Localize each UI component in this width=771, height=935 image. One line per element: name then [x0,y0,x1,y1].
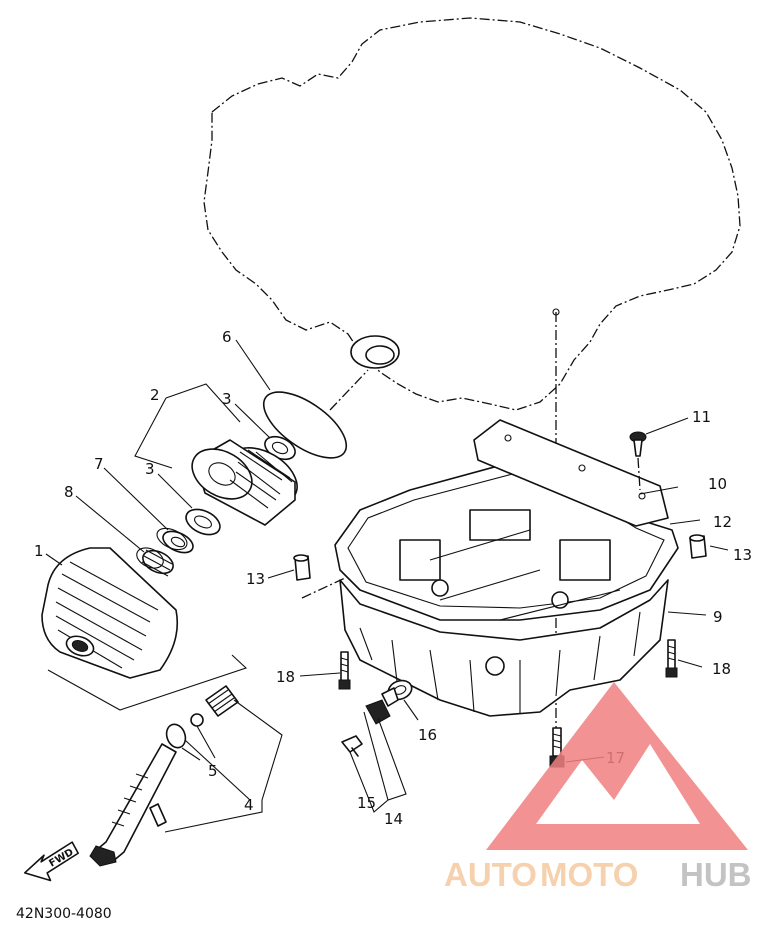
bracket-4 [164,699,283,833]
callout-18-left: 18 [276,668,295,686]
callout-7: 7 [94,455,104,473]
gasket-inner-edge [347,471,665,609]
bolt-18-right [665,639,678,678]
valve-spring-4 [205,685,239,717]
leader-lines [45,339,729,763]
callout-2: 2 [150,386,160,404]
callout-14: 14 [384,810,403,828]
callout-6: 6 [222,328,232,346]
spring-7 [156,527,194,554]
oil-pan-9 [339,509,669,717]
watermark-moto: MOTO [540,856,638,893]
bolt-18-left [338,651,351,690]
watermark-hub: HUB [680,856,752,893]
plug-13-left-dash [301,577,346,599]
filter-mount-boss [350,335,400,369]
part-code: 42N300-4080 [16,906,112,922]
callout-11: 11 [692,408,711,426]
filter-cover-1 [41,547,179,679]
sensor-15 [341,735,363,757]
relief-valve-bolt-4 [89,743,177,867]
callout-13-right: 13 [733,546,752,564]
bracket-5 [181,725,216,761]
gasket-3-lower [185,508,221,536]
callout-15: 15 [357,794,376,812]
callout-16: 16 [418,726,437,744]
callout-1: 1 [34,542,44,560]
callout-5: 5 [208,762,218,780]
screw-11-dash [637,457,641,491]
plug-13-left [293,554,311,581]
callout-13-left: 13 [246,570,265,588]
o-ring-6 [262,391,348,459]
center-mark [552,308,560,316]
engine-crankcase-outline [203,17,741,411]
callout-4: 4 [244,796,254,814]
callout-9: 9 [713,608,723,626]
baffle-plate-10 [473,419,669,527]
o-ring-5a [190,713,204,727]
callout-18-right: 18 [712,660,731,678]
callout-10: 10 [708,475,727,493]
plug-13-right [689,534,707,559]
o-ring-5b [165,723,187,749]
o-ring-dash [329,369,369,411]
automotohub-watermark: AUTO MOTO HUB [444,682,752,893]
pin-4 [149,803,167,827]
callout-3-upper: 3 [222,390,232,408]
bracket-14-15 [349,711,407,813]
fwd-arrow-icon: FWD [23,841,79,882]
spring-8 [136,547,174,577]
oil-filter-element-2 [191,439,298,526]
screw-11 [629,431,647,457]
callout-3-lower: 3 [145,460,155,478]
watermark-triangle-logo [486,682,748,850]
drain-plug-14 [365,687,399,725]
callout-12: 12 [713,513,732,531]
bracket-1 [47,654,248,711]
watermark-auto: AUTO [444,856,537,893]
callout-8: 8 [64,483,74,501]
